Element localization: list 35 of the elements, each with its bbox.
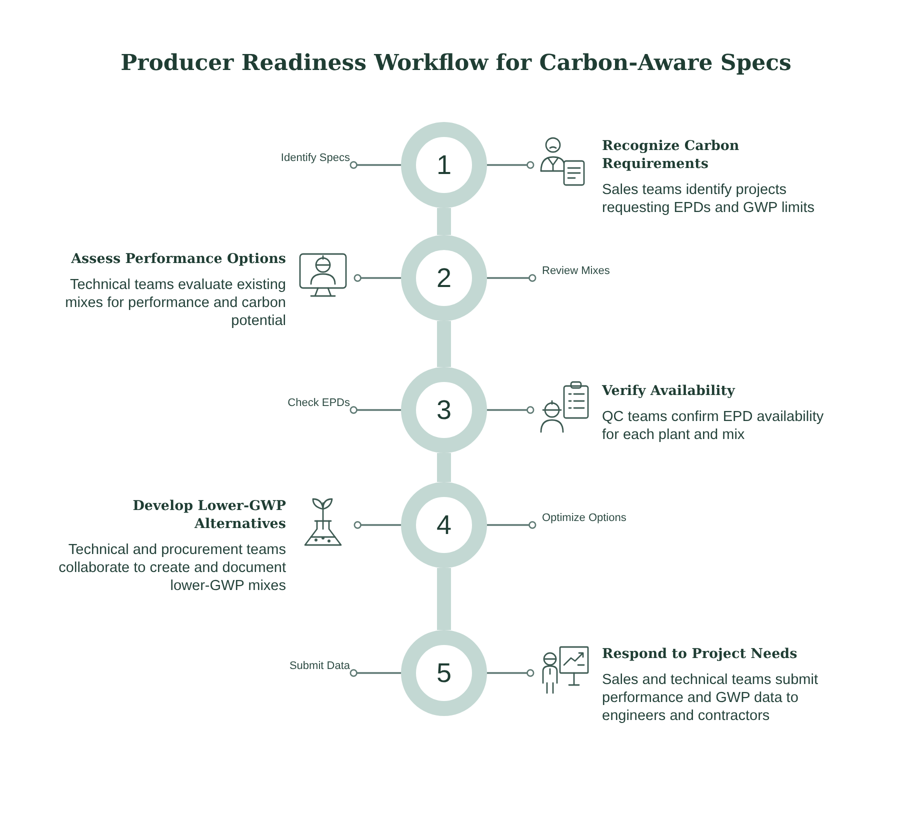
step-heading: Respond to Project Needs bbox=[602, 645, 798, 663]
diagram-title: Producer Readiness Workflow for Carbon-Aware Specs bbox=[120, 50, 792, 76]
step-heading: Verify Availability bbox=[602, 382, 736, 400]
connector-bar bbox=[437, 208, 451, 235]
step-description: Technical and procurement teams collaborate to create and document lower-GWP mixes bbox=[58, 541, 286, 595]
step-description: QC teams confirm EPD availability for each plant and mix bbox=[602, 408, 825, 444]
connector-bar bbox=[437, 453, 451, 482]
leader-line bbox=[487, 669, 534, 677]
step-heading: Assess Performance Options bbox=[70, 250, 286, 268]
step-description: Sales and technical teams submit performance and GWP data to engineers and contractors bbox=[602, 671, 819, 725]
step-label: Submit Data bbox=[232, 659, 350, 677]
step-number-circle: 4 bbox=[401, 482, 487, 568]
step-number-circle: 1 bbox=[401, 122, 487, 208]
step-description: Technical teams evaluate existing mixes for performance and carbon potential bbox=[64, 276, 286, 330]
step-number-circle: 3 bbox=[401, 367, 487, 453]
step-heading: Recognize Carbon Requirements bbox=[602, 137, 740, 173]
leader-line bbox=[487, 521, 536, 529]
step-heading: Develop Lower-GWP Alternatives bbox=[132, 497, 286, 533]
leader-line bbox=[350, 406, 401, 414]
step-number-circle: 2 bbox=[401, 235, 487, 321]
step-label: Identify Specs bbox=[232, 151, 350, 169]
leader-line bbox=[487, 406, 534, 414]
step-description: Sales teams identify projects requesting EPDs and GWP limits bbox=[602, 181, 816, 217]
step-number-circle: 5 bbox=[401, 630, 487, 716]
leader-line bbox=[487, 274, 536, 282]
leader-line bbox=[354, 274, 401, 282]
connector-bar bbox=[437, 321, 451, 367]
step-label: Check EPDs bbox=[232, 396, 350, 414]
leader-line bbox=[487, 161, 534, 169]
step-label: Review Mixes bbox=[536, 264, 676, 282]
leader-line bbox=[354, 521, 401, 529]
connector-bar bbox=[437, 568, 451, 630]
leader-line bbox=[350, 669, 401, 677]
step-label: Optimize Options bbox=[536, 511, 676, 529]
leader-line bbox=[350, 161, 401, 169]
